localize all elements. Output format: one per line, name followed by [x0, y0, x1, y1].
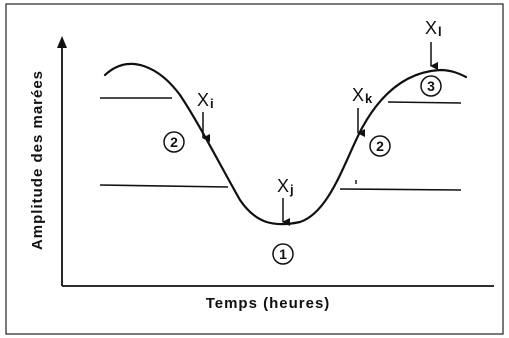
marker-label-j: Xj [277, 176, 294, 197]
y-axis-arrowhead [57, 36, 67, 48]
marker-main-k: X [352, 85, 364, 105]
x-axis-label: Temps (heures) [206, 295, 331, 312]
zone-label-top: 3 [427, 78, 435, 94]
lower-level-left [99, 184, 229, 188]
upper-level-right [387, 101, 462, 104]
marker-label-i: Xi [197, 90, 214, 111]
zone-label-right: 2 [376, 138, 384, 154]
zone-circle-left [163, 131, 185, 153]
marker-sub-k: k [365, 91, 373, 106]
zone-label-bottom: 1 [279, 246, 287, 262]
marker-sub-l: l [438, 24, 442, 39]
marker-main-j: X [277, 176, 289, 196]
marker-sub-j: j [289, 182, 294, 197]
marker-main-l: X [425, 18, 437, 38]
tide-curve [103, 62, 468, 226]
marker-sub-i: i [210, 96, 214, 111]
figure-frame [5, 3, 504, 335]
y-axis-label: Amplitude des marées [29, 70, 46, 250]
zone-circle-bottom [272, 243, 294, 265]
zone-label-left: 2 [170, 134, 178, 150]
zone-circle-right [369, 135, 391, 157]
zone-circle-top [420, 75, 442, 97]
lower-level-right [339, 188, 462, 191]
marker-label-l: Xl [425, 18, 442, 39]
marker-main-i: X [197, 90, 209, 110]
marker-label-k: Xk [352, 85, 373, 106]
